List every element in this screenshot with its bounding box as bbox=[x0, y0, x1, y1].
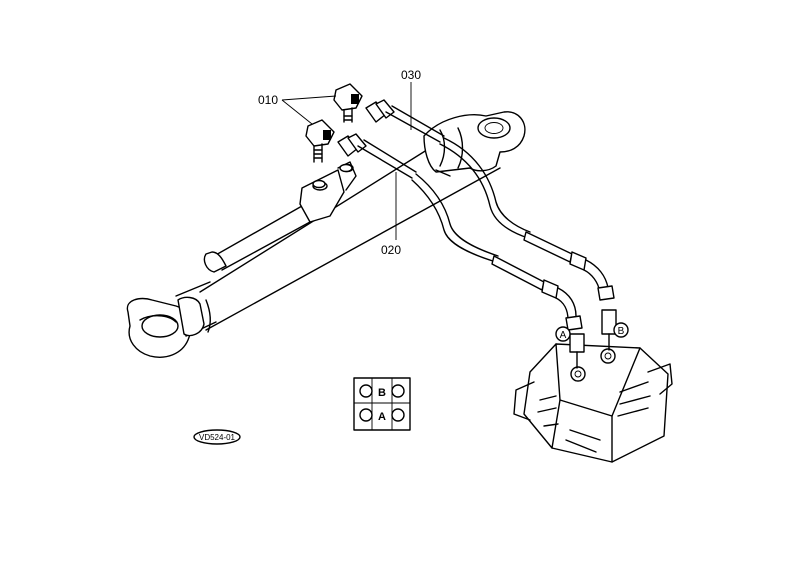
part-label-010: 010 bbox=[258, 93, 278, 107]
port-a-marker: A bbox=[555, 326, 571, 342]
port-b-label: B bbox=[618, 326, 625, 337]
port-inset bbox=[353, 377, 411, 431]
leader-lines bbox=[281, 82, 412, 240]
hose-020 bbox=[337, 133, 583, 331]
seal-ring-upper bbox=[339, 163, 353, 173]
seal-ring-lower bbox=[312, 179, 326, 189]
elbow-fitting-lower bbox=[305, 119, 335, 163]
hose-030 bbox=[365, 99, 615, 301]
hydraulic-cylinder bbox=[126, 111, 526, 358]
control-valve bbox=[513, 309, 673, 463]
figure-code-badge: VD524-01 bbox=[193, 429, 241, 445]
part-label-020: 020 bbox=[381, 243, 401, 257]
elbow-fitting-upper bbox=[333, 83, 363, 123]
port-b-marker: B bbox=[613, 322, 629, 338]
part-label-030: 030 bbox=[401, 68, 421, 82]
port-a-label: A bbox=[560, 330, 567, 341]
inset-label-b: B bbox=[378, 387, 386, 399]
figure-code-label: VD524-01 bbox=[199, 433, 236, 442]
inset-label-a: A bbox=[378, 411, 386, 423]
